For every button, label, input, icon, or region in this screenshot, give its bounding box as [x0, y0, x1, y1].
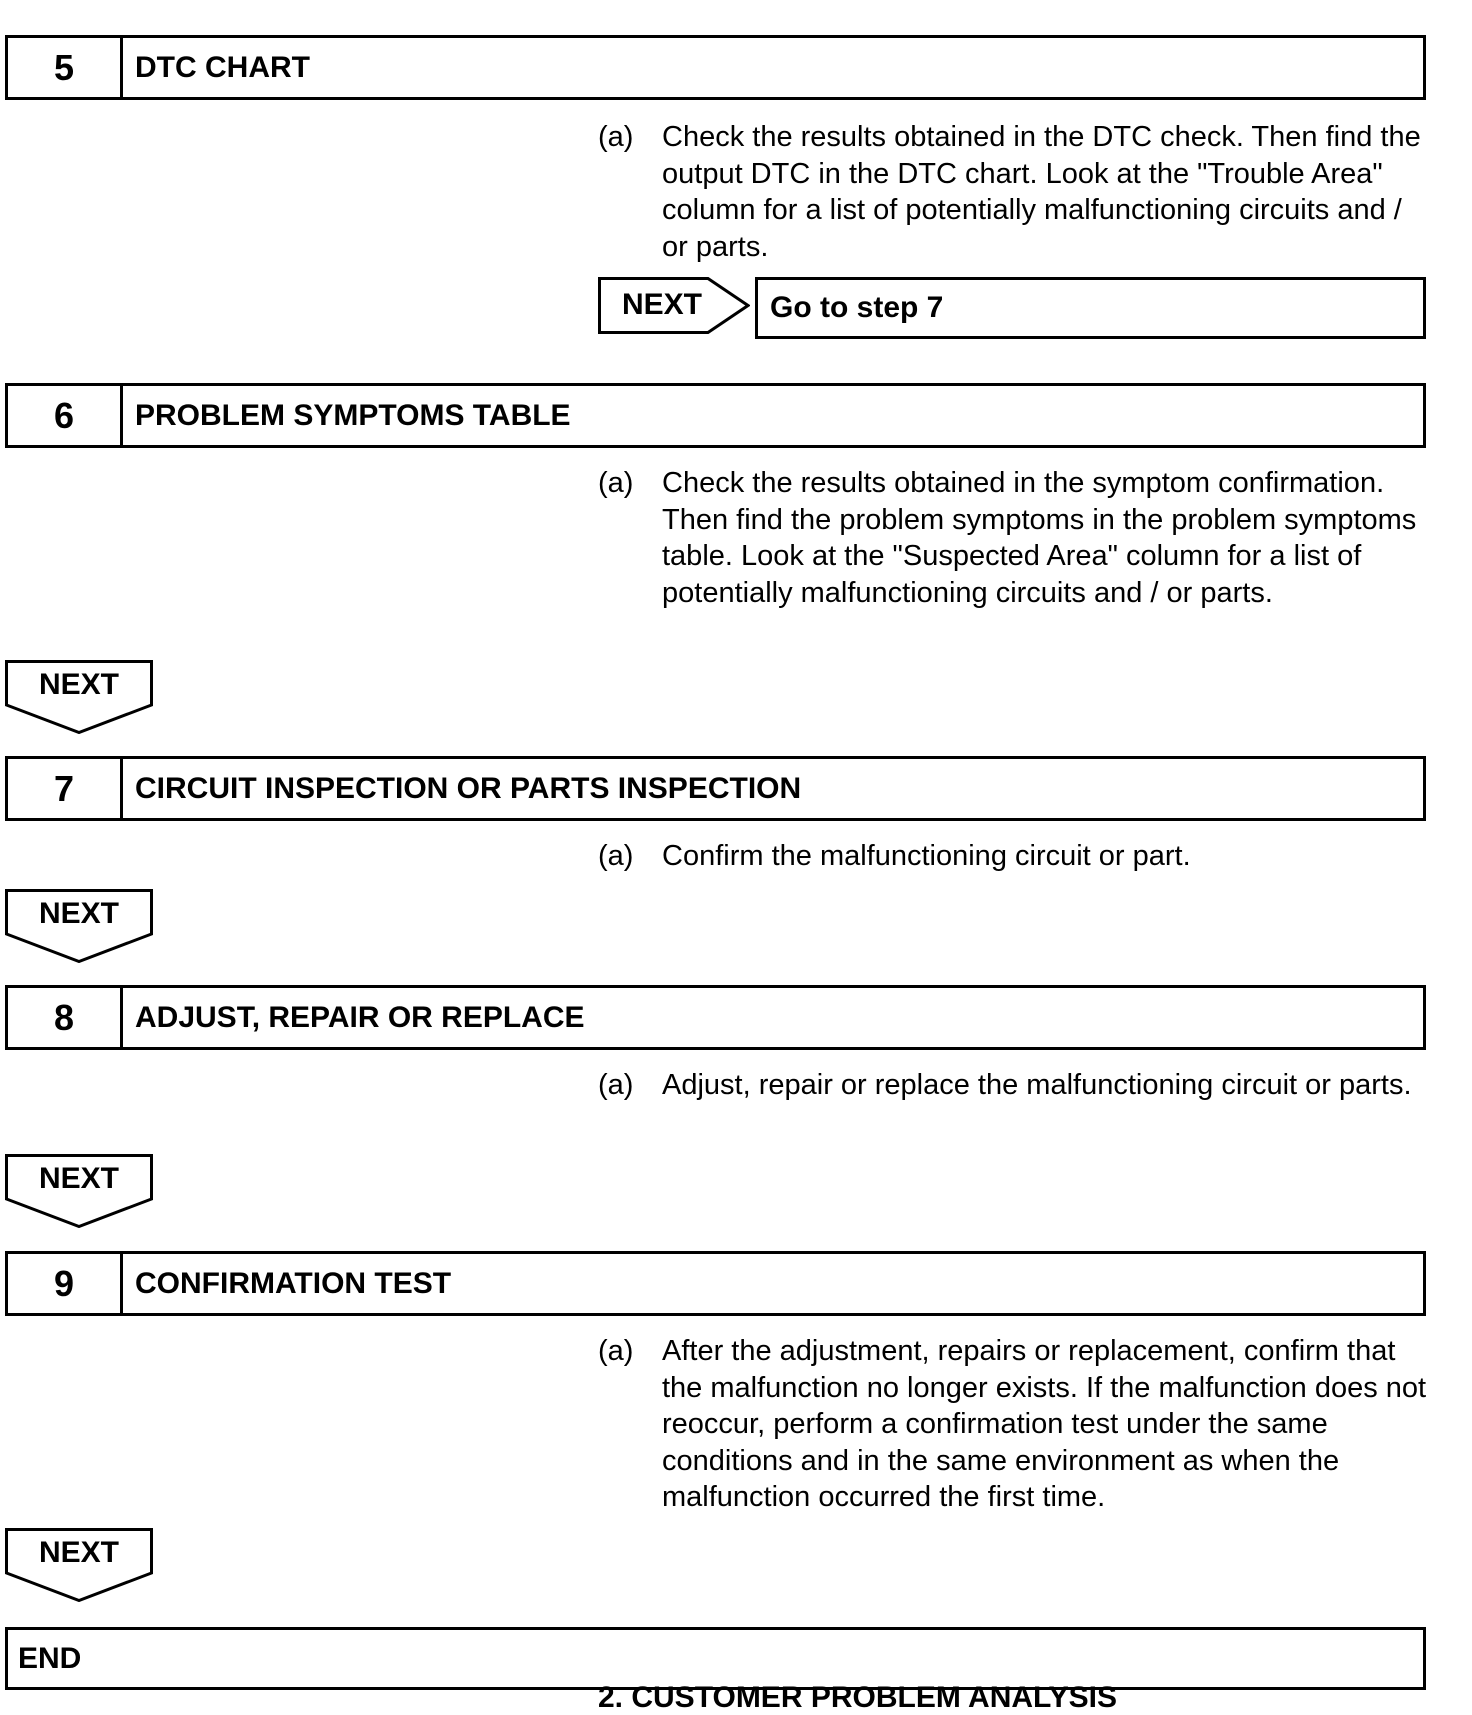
next-down-arrow: NEXT [5, 660, 153, 734]
step-8-header: 8 ADJUST, REPAIR OR REPLACE [5, 985, 1426, 1050]
step-5-item: (a) Check the results obtained in the DT… [598, 119, 1428, 265]
step-number: 5 [8, 38, 123, 97]
next-down-arrow: NEXT [5, 889, 153, 963]
down-arrow-icon [5, 1528, 153, 1602]
next-right-arrow: NEXT [598, 277, 750, 334]
step-title: DTC CHART [135, 50, 310, 84]
step-9-header: 9 CONFIRMATION TEST [5, 1251, 1426, 1316]
item-text: Confirm the malfunctioning circuit or pa… [662, 840, 1191, 872]
step-7-header: 7 CIRCUIT INSPECTION OR PARTS INSPECTION [5, 756, 1426, 821]
end-title: END [18, 1641, 82, 1675]
next-label: NEXT [622, 288, 703, 321]
item-text: Check the results obtained in the DTC ch… [662, 121, 1421, 263]
step-7-item: (a) Confirm the malfunctioning circuit o… [598, 838, 1428, 875]
step-title: CONFIRMATION TEST [135, 1266, 452, 1300]
step-number: 9 [8, 1254, 123, 1313]
next-label: NEXT [38, 1536, 119, 1569]
step-6-item: (a) Check the results obtained in the sy… [598, 465, 1428, 611]
down-arrow-icon [5, 660, 153, 734]
step-title: PROBLEM SYMPTOMS TABLE [135, 398, 571, 432]
step-title: CIRCUIT INSPECTION OR PARTS INSPECTION [135, 771, 802, 805]
next-down-arrow: NEXT [5, 1154, 153, 1228]
item-text: Adjust, repair or replace the malfunctio… [662, 1069, 1412, 1101]
down-arrow-icon [5, 889, 153, 963]
item-label: (a) [598, 467, 634, 499]
step-9-item: (a) After the adjustment, repairs or rep… [598, 1333, 1428, 1516]
item-text: After the adjustment, repairs or replace… [662, 1335, 1427, 1513]
right-arrow-icon [598, 277, 750, 334]
step-5-header: 5 DTC CHART [5, 35, 1426, 100]
next-down-arrow: NEXT [5, 1528, 153, 1602]
item-label: (a) [598, 1335, 634, 1367]
step-title: ADJUST, REPAIR OR REPLACE [135, 1000, 585, 1034]
step-6-header: 6 PROBLEM SYMPTOMS TABLE [5, 383, 1426, 448]
next-label: NEXT [38, 1162, 119, 1195]
goto-step-box: Go to step 7 [755, 277, 1426, 339]
step-number: 6 [8, 386, 123, 445]
down-arrow-icon [5, 1154, 153, 1228]
item-text: Check the results obtained in the sympto… [662, 467, 1417, 609]
item-label: (a) [598, 840, 634, 872]
item-label: (a) [598, 1069, 634, 1101]
item-label: (a) [598, 121, 634, 153]
step-number: 7 [8, 759, 123, 818]
next-section-heading: 2. CUSTOMER PROBLEM ANALYSIS [598, 1681, 1117, 1714]
step-number: 8 [8, 988, 123, 1047]
end-header: END [5, 1627, 1426, 1690]
next-label: NEXT [38, 668, 119, 701]
next-label: NEXT [38, 897, 119, 930]
step-8-item: (a) Adjust, repair or replace the malfun… [598, 1067, 1428, 1104]
